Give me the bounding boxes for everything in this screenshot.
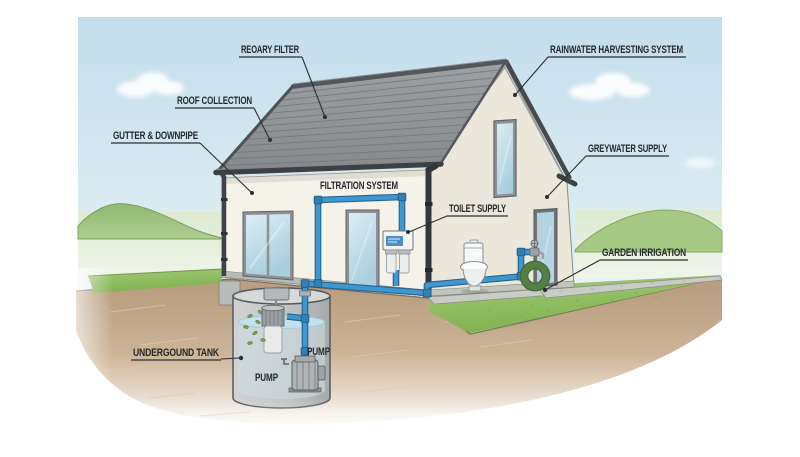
sliding-window	[242, 210, 294, 281]
label-gutter-downpipe: GUTTER & DOWNPIPE	[113, 130, 198, 142]
rear-gutter-stub	[556, 173, 578, 187]
label-roof-collection: ROOF COLLECTION	[177, 95, 252, 107]
left-downpipe	[218, 169, 228, 276]
right-hill	[574, 209, 723, 278]
pipe-joints	[300, 192, 526, 356]
bottom-fade	[60, 398, 740, 457]
submersible-filter	[261, 304, 285, 354]
toilet	[460, 239, 489, 294]
eave-shadow	[222, 170, 428, 184]
label-filtration-system: FILTRATION SYSTEM	[320, 180, 398, 192]
pipe-network	[286, 192, 534, 356]
ridge-cap	[290, 59, 509, 89]
hose-reel	[519, 260, 551, 292]
roof-tile-lines	[223, 69, 500, 166]
corner-downpipe	[425, 162, 439, 297]
callout-rainwater-harvesting-system: RAINWATER HARVESTING SYSTEM	[513, 44, 686, 97]
label-rainwater-harvesting-system: RAINWATER HARVESTING SYSTEM	[550, 44, 683, 56]
ridge-highlight	[292, 58, 507, 85]
pipe-filtration-loop	[315, 194, 405, 283]
label-toilet-supply: TOILET SUPPLY	[449, 203, 507, 215]
filtration-unit-label-stripe	[386, 236, 403, 246]
cloud-left	[117, 72, 184, 97]
callout-toilet-supply: TOILET SUPPLY	[406, 203, 508, 234]
label-garden-irrigation: GARDEN IRRIGATION	[602, 247, 686, 259]
label-undergound-tank: UNDERGOUND TANK	[133, 347, 219, 359]
right-barge-underside	[503, 65, 567, 182]
cloud-small	[685, 158, 715, 168]
tank-inlet-collar	[263, 287, 290, 301]
callout-undergound-tank: UNDERGOUND TANK	[131, 347, 244, 361]
right-barge-board	[504, 59, 572, 181]
house	[213, 58, 578, 297]
callout-reoary-filter: REOARY FILTER	[239, 44, 327, 119]
front-gutter	[213, 160, 444, 176]
front-roof-right-edge	[439, 60, 508, 164]
callout-garden-irrigation: GARDEN IRRIGATION	[542, 247, 688, 293]
pump-spigot	[281, 358, 289, 365]
label-greywater-supply: GREYWATER SUPPLY	[588, 143, 668, 155]
tap-spout	[538, 250, 545, 259]
gable-window	[493, 118, 517, 199]
toilet-base	[468, 285, 482, 292]
callout-gutter-downpipe: GUTTER & DOWNPIPE	[111, 130, 254, 195]
floating-leaves	[243, 310, 266, 345]
label-pump-upper: PUMP	[307, 346, 330, 358]
pump-unit	[281, 355, 326, 393]
callout-roof-collection: ROOF COLLECTION	[175, 95, 272, 142]
left-hill	[77, 203, 223, 278]
underground-tank	[232, 287, 331, 409]
roof	[214, 58, 572, 182]
label-pump-lower: PUMP	[255, 372, 278, 384]
tank-lid-pipe-collar	[299, 290, 311, 297]
label-reoary-filter: REOARY FILTER	[241, 44, 299, 56]
callout-filtration-system: FILTRATION SYSTEM	[320, 180, 398, 192]
left-barge-board	[214, 85, 295, 174]
cloud-right	[569, 73, 650, 100]
callout-greywater-supply: GREYWATER SUPPLY	[545, 143, 669, 199]
garden-tap	[529, 239, 545, 259]
apex-cap	[503, 59, 509, 65]
filtration-unit	[382, 230, 414, 274]
front-door	[345, 209, 380, 292]
